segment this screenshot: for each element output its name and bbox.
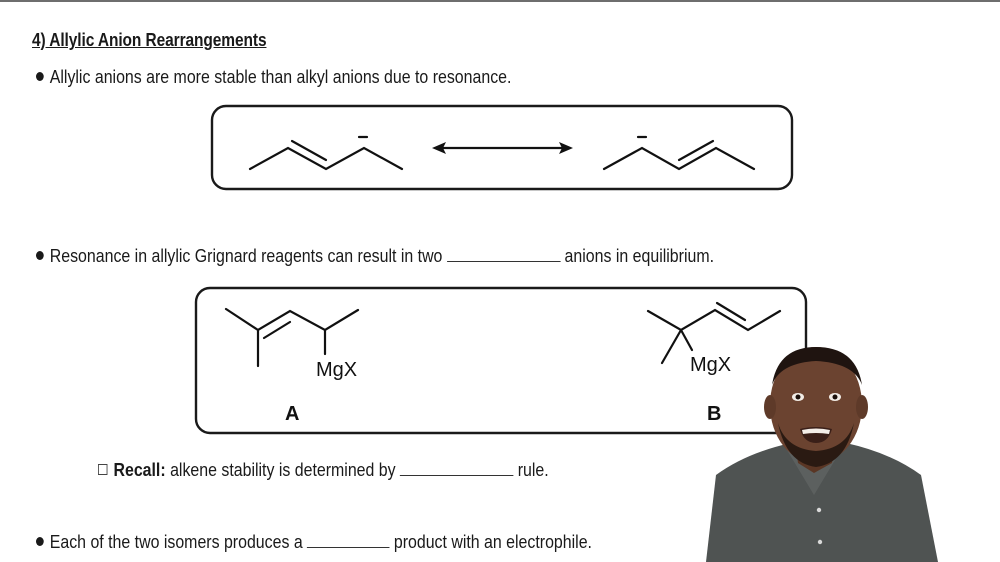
bullet-isomer-products: Each of the two isomers produces a produc… bbox=[36, 531, 592, 553]
bullet-text-before: Each of the two isomers produces a bbox=[49, 531, 303, 552]
bullet-text-before: Resonance in allylic Grignard reagents c… bbox=[49, 245, 443, 266]
resonance-box bbox=[210, 104, 794, 191]
presenter-shirt bbox=[706, 443, 938, 562]
bullet-icon bbox=[36, 536, 44, 546]
fill-in-blank bbox=[399, 459, 514, 476]
checkbox-icon bbox=[98, 464, 108, 475]
grignard-structure-a: MgX A bbox=[224, 307, 360, 425]
resonance-arrow-icon bbox=[432, 142, 573, 154]
allyl-anion-structure-left bbox=[248, 135, 404, 171]
recall-label: Recall: bbox=[113, 459, 166, 480]
bullet-text-after: anions in equilibrium. bbox=[564, 245, 715, 266]
recall-note: Recall: alkene stability is determined b… bbox=[98, 459, 549, 481]
bullet-text-after: product with an electrophile. bbox=[393, 531, 592, 552]
bullet-grignard-resonance: Resonance in allylic Grignard reagents c… bbox=[36, 245, 714, 267]
allyl-anion-structure-right bbox=[602, 135, 756, 171]
mgx-label-b: MgX bbox=[690, 354, 731, 376]
presenter-face bbox=[770, 347, 862, 463]
bullet-resonance-stability: Allylic anions are more stable than alky… bbox=[36, 66, 511, 88]
grignard-structure-b: MgX B bbox=[646, 301, 782, 425]
presenter-video bbox=[706, 347, 938, 562]
mgx-label-a: MgX bbox=[316, 359, 357, 381]
fill-in-blank bbox=[446, 245, 561, 262]
bullet-icon bbox=[36, 250, 44, 260]
top-border bbox=[0, 0, 1000, 2]
fill-in-blank bbox=[306, 531, 390, 548]
structure-label-b: B bbox=[707, 403, 721, 425]
recall-text-before: alkene stability is determined by bbox=[170, 459, 396, 480]
bullet-icon bbox=[36, 71, 44, 81]
bullet-text: Allylic anions are more stable than alky… bbox=[49, 66, 512, 87]
recall-text-after: rule. bbox=[517, 459, 549, 480]
slide-title: 4) Allylic Anion Rearrangements bbox=[32, 30, 267, 50]
structure-label-a: A bbox=[285, 403, 299, 425]
